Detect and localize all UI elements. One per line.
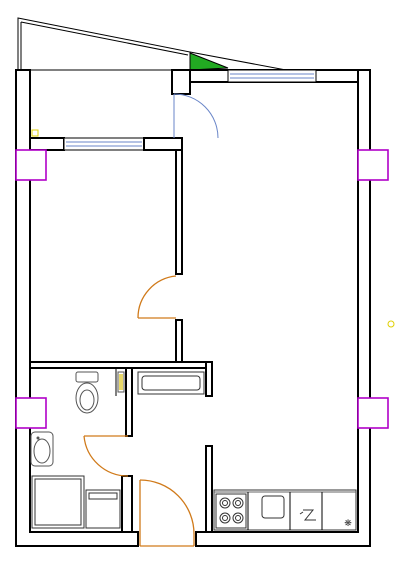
- column-markers: [15, 149, 389, 429]
- outlet-marker: [387, 320, 395, 328]
- kitchen-partition: [205, 445, 213, 533]
- towel-rail-icon: [117, 371, 125, 393]
- washing-machine-icon: [31, 475, 85, 529]
- bedroom-door: [137, 275, 177, 319]
- svg-text:❋: ❋: [344, 519, 352, 529]
- column-marker: [15, 149, 47, 181]
- refrigerator-icon: ❋: [344, 519, 352, 529]
- column-marker: [357, 397, 389, 429]
- window-top: [227, 69, 317, 83]
- toilet-icon: [75, 371, 99, 414]
- cabinet-icon: [85, 489, 121, 529]
- column-marker: [357, 149, 389, 181]
- column-marker: [15, 397, 47, 429]
- bathtub-icon: [137, 371, 205, 395]
- washbasin-icon: [30, 431, 54, 467]
- dishwasher-icon: [299, 509, 316, 521]
- bathroom-door: [83, 435, 129, 477]
- bathroom-partition: [115, 367, 133, 533]
- kitchen-sink-icon: [261, 495, 285, 519]
- kitchen-counter: ❋: [213, 489, 357, 531]
- four-burner-cooktop-icon: [215, 493, 247, 529]
- bedroom-partition: [29, 149, 213, 397]
- outlet-marker: [31, 129, 39, 137]
- balcony-door: [171, 69, 219, 139]
- balcony-partition: [29, 137, 183, 151]
- entrance-door: [139, 479, 195, 547]
